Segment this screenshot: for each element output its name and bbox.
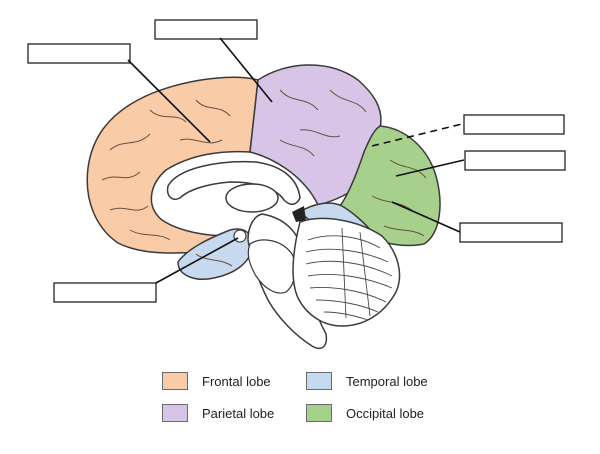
label-box-frontal[interactable] — [27, 43, 131, 64]
leader-line-occipital-upper — [395, 159, 465, 177]
corpus-callosum — [166, 160, 301, 205]
leader-line-upper-right — [371, 123, 463, 147]
cerebellum-folia — [305, 227, 393, 321]
leader-line-temporal — [155, 237, 239, 284]
pituitary — [233, 229, 247, 243]
gyri-lines — [101, 89, 427, 267]
label-box-occipital-upper[interactable] — [464, 150, 566, 171]
label-box-parietal[interactable] — [154, 19, 258, 40]
leader-line-parietal — [219, 37, 273, 103]
label-box-occipital-lower[interactable] — [459, 222, 563, 243]
leader-line-occipital-lower — [391, 201, 461, 233]
thalamus — [225, 183, 279, 213]
pons — [247, 239, 296, 294]
leader-line-frontal — [127, 59, 211, 143]
fourth-ventricle — [292, 206, 306, 222]
label-box-temporal[interactable] — [53, 282, 157, 303]
label-box-upper-right[interactable] — [463, 114, 565, 135]
cerebellum — [292, 217, 401, 327]
